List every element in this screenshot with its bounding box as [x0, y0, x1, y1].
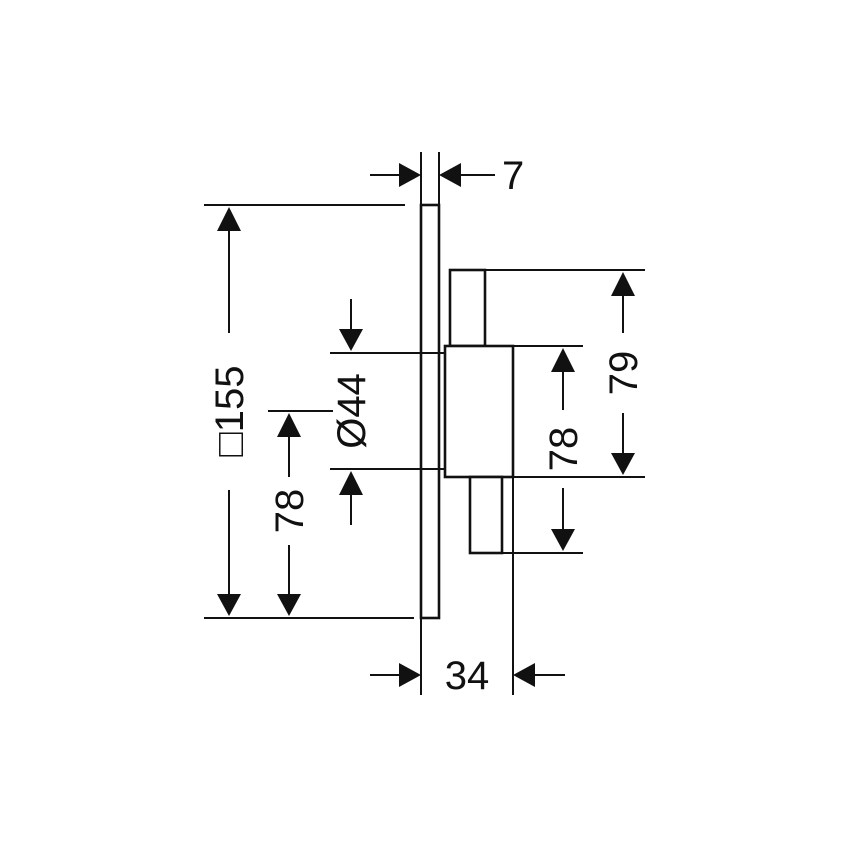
center-offset-label: 78 [542, 427, 586, 472]
dim-projection: 34 [370, 346, 565, 698]
upper-height-label: 79 [602, 351, 646, 396]
dim-upper-height: 79 [485, 269, 646, 478]
dim-plate-thickness: 7 [370, 152, 524, 205]
upper-handle [448, 268, 487, 348]
part-outline [419, 203, 515, 620]
dim-plate-size: □155 [204, 204, 414, 619]
plate-thickness-label: 7 [502, 154, 524, 198]
dim-lower-offset: 78 [268, 410, 333, 616]
main-body [443, 344, 515, 479]
cover-plate [419, 203, 441, 620]
dim-diameter: Ø44 [330, 299, 445, 525]
dim-center-offset: 78 [502, 345, 586, 554]
plate-size-label: □155 [208, 366, 252, 457]
lower-offset-label: 78 [268, 489, 312, 534]
diameter-label: Ø44 [330, 373, 374, 449]
projection-label: 34 [445, 654, 490, 698]
lower-handle [468, 475, 504, 555]
